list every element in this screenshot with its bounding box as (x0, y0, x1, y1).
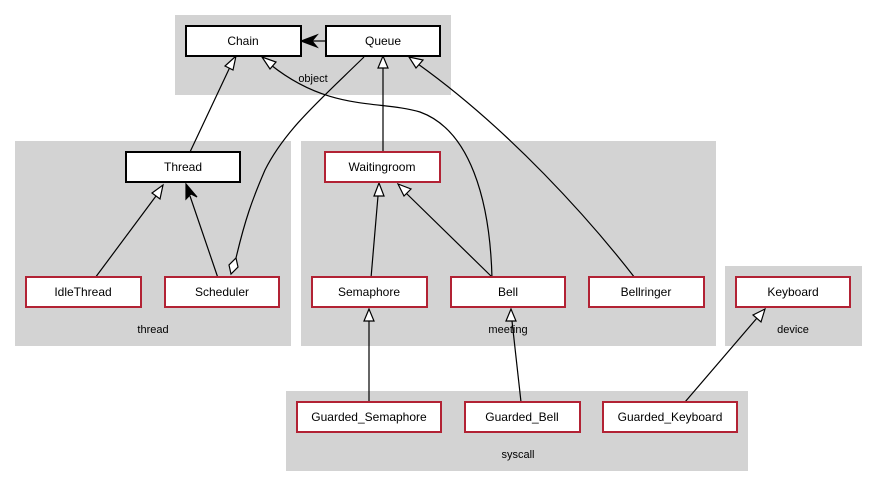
cluster-label-device: device (777, 324, 809, 336)
node-bellringer[interactable]: Bellringer (588, 276, 705, 308)
svg-text:Guarded_Bell: Guarded_Bell (485, 410, 558, 424)
hollow-triangle-icon (407, 56, 425, 69)
svg-text:Scheduler: Scheduler (195, 285, 249, 299)
svg-text:IdleThread: IdleThread (54, 285, 111, 299)
diamond-icon (228, 256, 239, 276)
node-chain[interactable]: Chain (185, 25, 302, 57)
edge-queue-chain (299, 33, 326, 49)
node-waitingroom[interactable]: Waitingroom (324, 151, 441, 183)
hollow-triangle-icon (396, 182, 413, 198)
cluster-label-syscall: syscall (501, 449, 534, 461)
svg-text:Thread: Thread (164, 160, 202, 174)
cluster-label-meeting: meeting (488, 324, 527, 336)
node-idlethread[interactable]: IdleThread (25, 276, 142, 308)
edge-bell-waitingroom (396, 182, 494, 279)
node-guarded-keyboard[interactable]: Guarded_Keyboard (602, 401, 738, 433)
svg-text:Bell: Bell (498, 285, 518, 299)
svg-text:Queue: Queue (365, 34, 401, 48)
hollow-triangle-icon (363, 307, 375, 322)
arrowhead-icon (185, 182, 198, 201)
edge-guarded-keyboard-keyboard (684, 307, 766, 403)
hollow-triangle-icon (373, 181, 385, 197)
node-semaphore[interactable]: Semaphore (311, 276, 428, 308)
edge-scheduler-queue (228, 56, 365, 276)
hollow-triangle-icon (150, 183, 164, 201)
edge-bell-chain (260, 55, 493, 279)
hollow-triangle-icon (260, 55, 278, 70)
svg-text:Waitingroom: Waitingroom (349, 160, 416, 174)
hollow-triangle-icon (377, 54, 389, 69)
node-thread[interactable]: Thread (125, 151, 241, 183)
edge-scheduler-thread (185, 182, 219, 279)
node-keyboard[interactable]: Keyboard (735, 276, 851, 308)
svg-text:Guarded_Semaphore: Guarded_Semaphore (311, 410, 427, 424)
svg-text:Chain: Chain (227, 34, 258, 48)
svg-text:Semaphore: Semaphore (338, 285, 400, 299)
edge-waitingroom-queue (377, 54, 389, 152)
svg-text:Bellringer: Bellringer (621, 285, 672, 299)
svg-text:Keyboard: Keyboard (767, 285, 818, 299)
edge-semaphore-waitingroom (370, 181, 385, 279)
cluster-label-object: object (298, 73, 327, 85)
svg-text:Guarded_Keyboard: Guarded_Keyboard (618, 410, 723, 424)
edge-guarded-bell-bell (505, 307, 522, 403)
hollow-triangle-icon (751, 307, 766, 324)
hollow-triangle-icon (505, 307, 517, 322)
node-guarded-semaphore[interactable]: Guarded_Semaphore (296, 401, 442, 433)
arrowhead-icon (299, 33, 319, 49)
edge-guarded-semaphore-semaphore (363, 307, 375, 402)
node-queue[interactable]: Queue (325, 25, 441, 57)
node-scheduler[interactable]: Scheduler (164, 276, 280, 308)
node-guarded-bell[interactable]: Guarded_Bell (464, 401, 581, 433)
edge-idlethread-thread (94, 183, 164, 279)
edge-bellringer-queue (407, 56, 636, 279)
node-bell[interactable]: Bell (450, 276, 566, 308)
edge-thread-chain (189, 54, 237, 153)
cluster-label-thread: thread (137, 324, 168, 336)
hollow-triangle-icon (223, 54, 237, 71)
